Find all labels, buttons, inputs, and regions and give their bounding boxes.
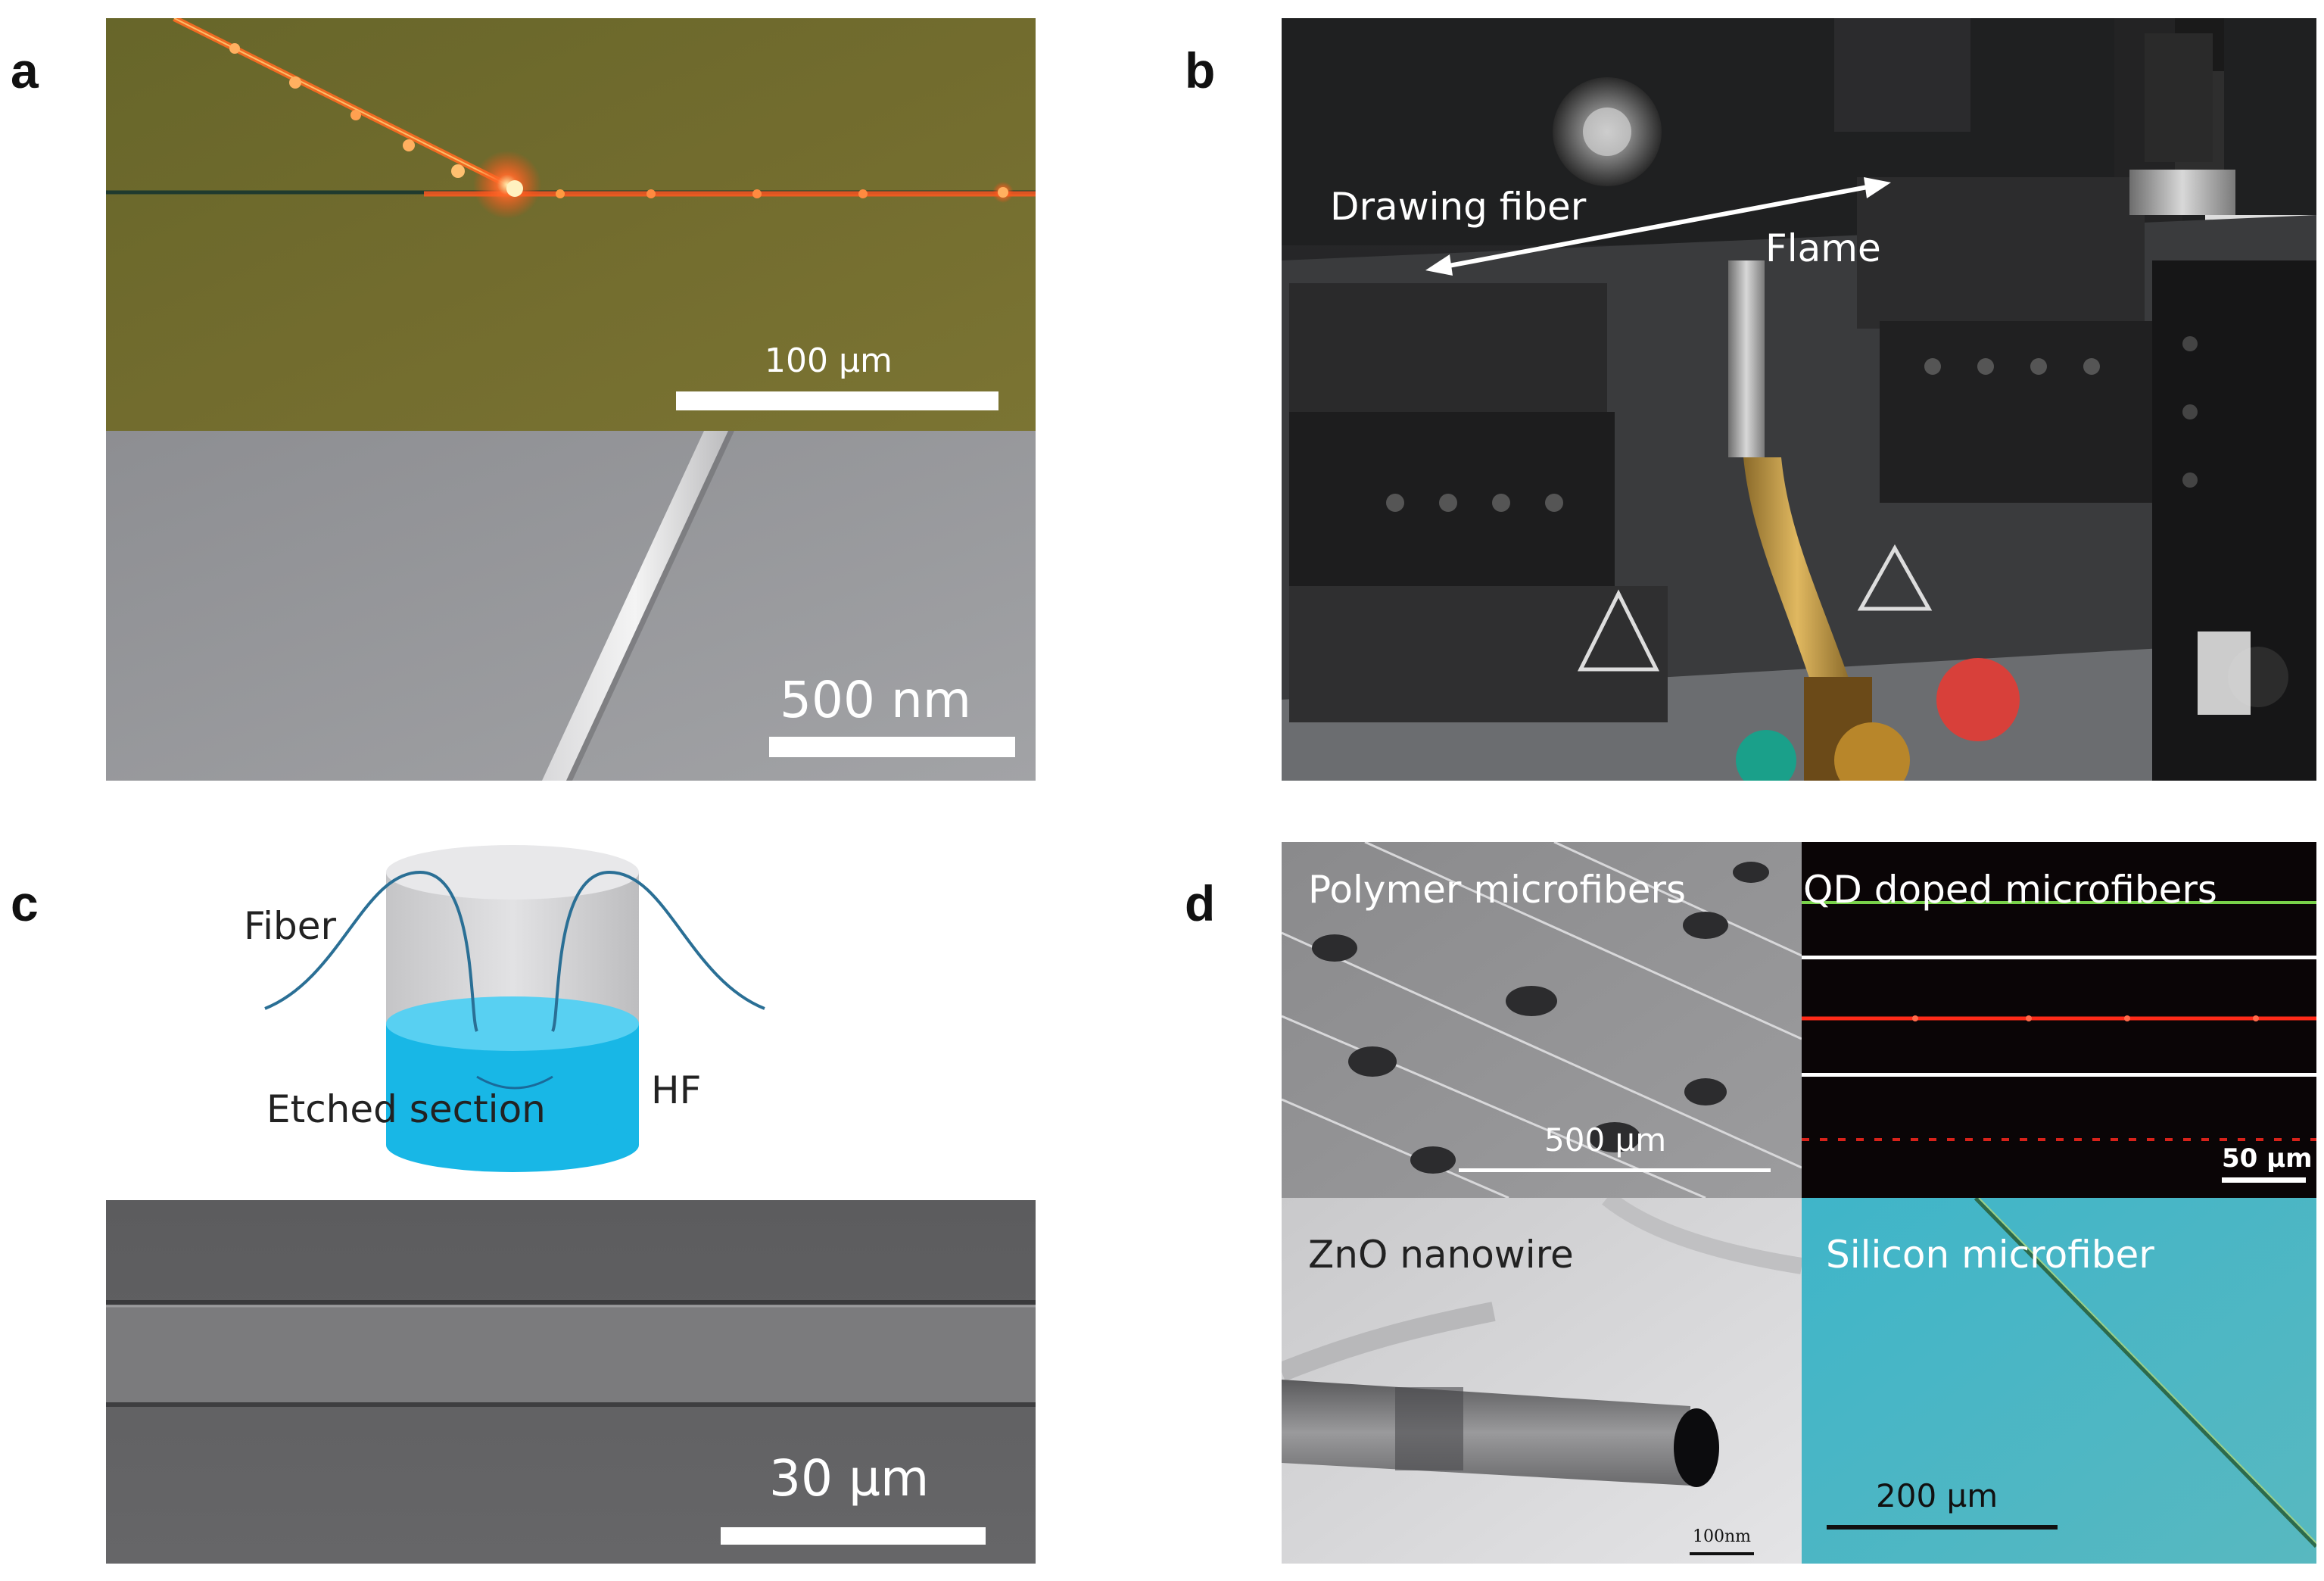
panel-d-silicon-title: Silicon microfiber (1826, 1233, 2154, 1277)
panel-c-label-fiber: Fiber (244, 904, 337, 948)
panel-d-zno-scalebar-bar (1690, 1552, 1754, 1555)
panel-c-etching-diagram (250, 842, 780, 1175)
panel-letter-b: b (1185, 42, 1216, 98)
panel-a-top-scalebar-bar (676, 391, 998, 410)
panel-d-polymer-image (1282, 842, 1802, 1198)
panel-letter-a: a (11, 42, 39, 98)
panel-a-sem-image (106, 431, 1036, 781)
panel-letter-d: d (1185, 875, 1216, 931)
panel-d-silicon-scalebar-label: 200 µm (1876, 1477, 1998, 1514)
panel-d-qd-scalebar-label: 50 µm (2222, 1143, 2313, 1174)
panel-d-qd-title: QD doped microfibers (1803, 868, 2217, 912)
panel-a-fluorescence-image (106, 18, 1036, 431)
panel-c-scalebar-bar (721, 1527, 986, 1545)
panel-b-label-flame: Flame (1765, 226, 1881, 270)
panel-d-zno-image (1282, 1198, 1802, 1564)
panel-d-polymer-scalebar-label: 500 µm (1544, 1121, 1667, 1158)
panel-d-polymer-title: Polymer microfibers (1308, 868, 1687, 912)
panel-d-qd-image (1802, 842, 2316, 1198)
panel-c-label-hf: HF (651, 1068, 702, 1112)
panel-b-setup-photo (1282, 18, 2316, 781)
panel-letter-c: c (11, 875, 39, 931)
panel-d-zno-scalebar-label: 100nm (1693, 1527, 1752, 1546)
panel-a-top-scalebar-label: 100 µm (765, 341, 893, 380)
panel-d-polymer-scalebar-bar (1459, 1168, 1771, 1172)
panel-c-label-etched-section: Etched section (266, 1087, 546, 1131)
panel-d-zno-title: ZnO nanowire (1308, 1233, 1574, 1277)
panel-a-bottom-scalebar-bar (769, 737, 1015, 757)
panel-a-bottom-scalebar-label: 500 nm (780, 671, 972, 729)
panel-d-silicon-scalebar-bar (1827, 1525, 2058, 1530)
panel-b-label-drawing-fiber: Drawing fiber (1330, 185, 1587, 229)
panel-d-qd-scalebar-bar (2222, 1177, 2306, 1183)
panel-d-silicon-image (1802, 1198, 2316, 1564)
panel-c-scalebar-label: 30 µm (769, 1449, 930, 1508)
panel-c-sem-image (106, 1200, 1036, 1564)
